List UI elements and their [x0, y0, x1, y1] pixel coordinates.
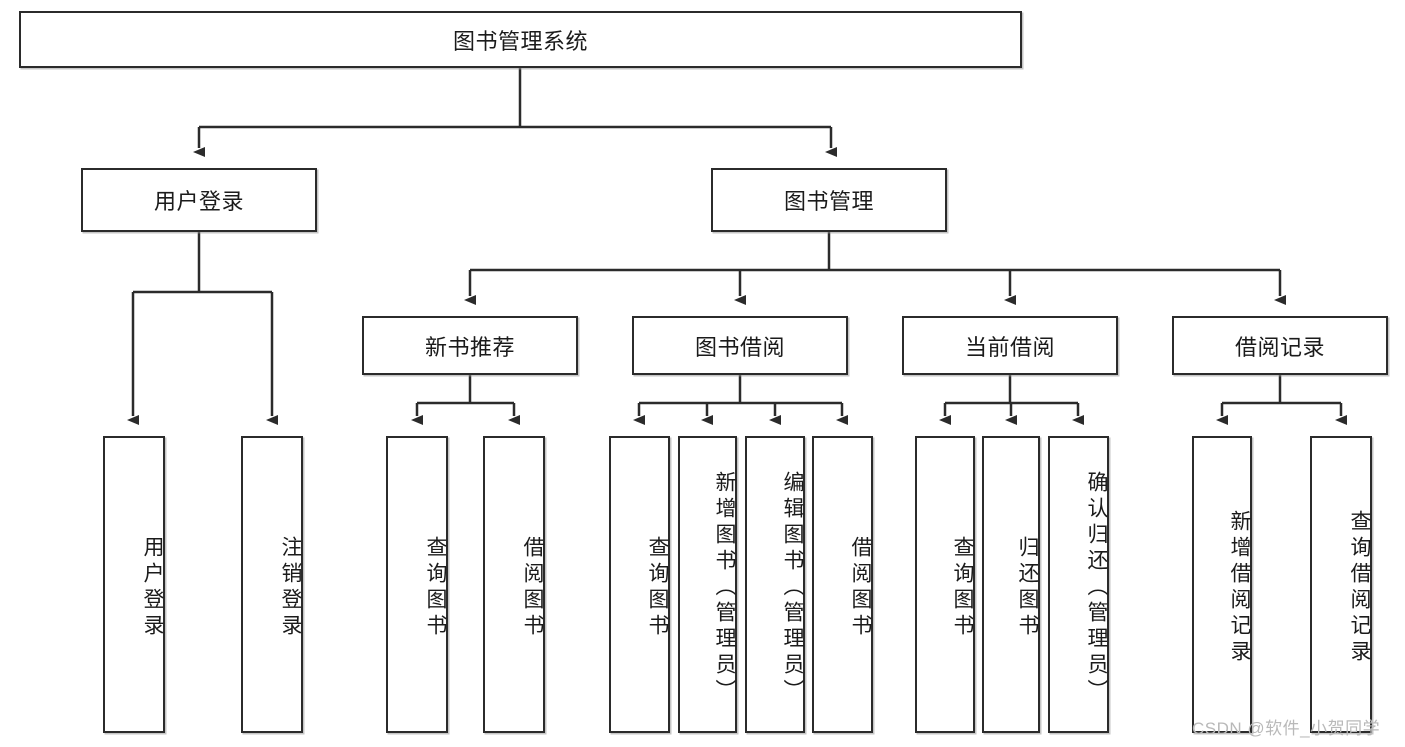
leaf-node-query-book-current[interactable]: 查询图书 — [915, 436, 975, 733]
node-book-management[interactable]: 图书管理 — [711, 168, 947, 232]
node-label: 图书借阅 — [694, 334, 785, 360]
leaf-node-borrow-book-new[interactable]: 借阅图书 — [483, 436, 545, 733]
node-label: 编辑图书（管理员） — [781, 470, 804, 705]
leaf-node-return-book[interactable]: 归还图书 — [982, 436, 1040, 733]
node-label: 确认归还（管理员） — [1085, 470, 1108, 705]
node-user-login[interactable]: 用户登录 — [81, 168, 317, 232]
node-label: 借阅图书 — [521, 535, 544, 640]
node-label: 用户登录 — [153, 189, 244, 214]
leaf-node-logout[interactable]: 注销登录 — [241, 436, 303, 733]
leaf-node-query-book-new[interactable]: 查询图书 — [386, 436, 448, 733]
node-book-borrowing[interactable]: 图书借阅 — [632, 316, 848, 375]
leaf-node-confirm-return-admin[interactable]: 确认归还（管理员） — [1048, 436, 1109, 733]
csdn-watermark: CSDN @软件_小贺同学 — [1192, 719, 1381, 738]
node-label: 注销登录 — [279, 535, 302, 640]
node-label: 新书推荐 — [424, 334, 515, 360]
leaf-node-edit-book-admin[interactable]: 编辑图书（管理员） — [745, 436, 805, 733]
node-label: 用户登录 — [141, 535, 164, 640]
leaf-node-add-book-admin[interactable]: 新增图书（管理员） — [678, 436, 737, 733]
leaf-node-user-login[interactable]: 用户登录 — [103, 436, 165, 733]
node-label: 查询图书 — [646, 535, 669, 640]
node-label: 归还图书 — [1016, 535, 1039, 640]
leaf-node-query-borrow-record[interactable]: 查询借阅记录 — [1310, 436, 1372, 733]
leaf-node-borrow-book[interactable]: 借阅图书 — [812, 436, 873, 733]
node-title-book-management-system[interactable]: 图书管理系统 — [19, 11, 1022, 68]
node-label: 借阅记录 — [1234, 334, 1325, 360]
node-label: 图书管理 — [783, 189, 874, 214]
leaf-node-query-book-borrow[interactable]: 查询图书 — [609, 436, 670, 733]
node-label: 查询借阅记录 — [1348, 509, 1371, 666]
node-new-book-recommendation[interactable]: 新书推荐 — [362, 316, 578, 375]
node-label: 新增借阅记录 — [1228, 509, 1251, 666]
node-label: 新增图书（管理员） — [713, 470, 736, 705]
node-borrowing-records[interactable]: 借阅记录 — [1172, 316, 1388, 375]
leaf-node-add-borrow-record[interactable]: 新增借阅记录 — [1192, 436, 1252, 733]
node-label: 查询图书 — [424, 535, 447, 640]
node-label: 图书管理系统 — [452, 28, 588, 54]
node-label: 借阅图书 — [849, 535, 872, 640]
node-current-borrowing[interactable]: 当前借阅 — [902, 316, 1118, 375]
node-label: 查询图书 — [951, 535, 974, 640]
node-label: 当前借阅 — [964, 334, 1055, 360]
